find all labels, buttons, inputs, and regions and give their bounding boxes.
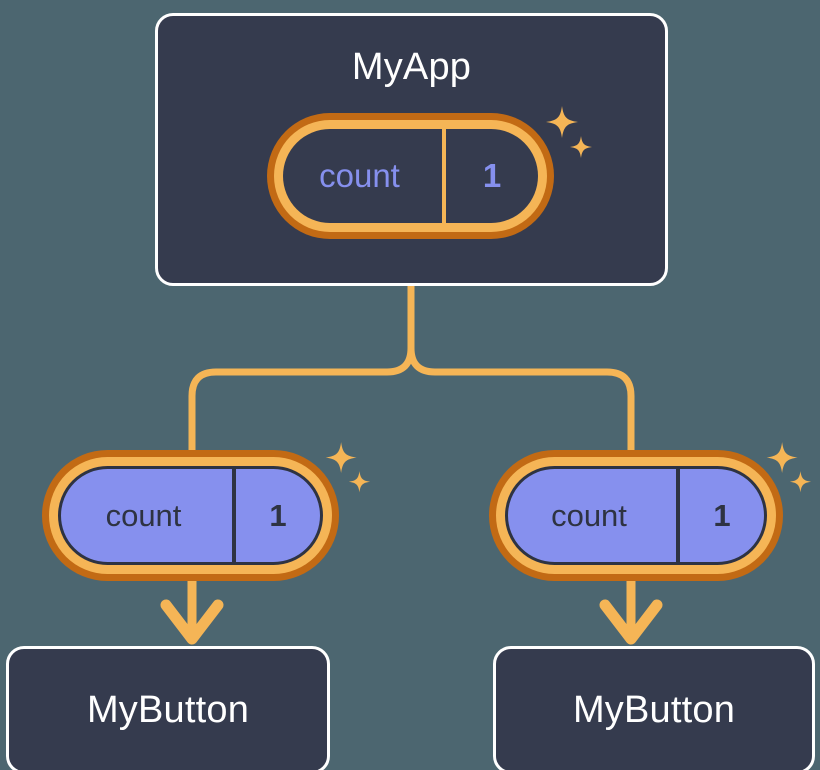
context-pill-key: count bbox=[105, 497, 182, 533]
pill-ring-outer: count 1 bbox=[489, 450, 783, 581]
leaf-node-left-mybutton[interactable]: MyButton bbox=[6, 646, 330, 770]
context-pill-value: 1 bbox=[676, 469, 764, 562]
pill-ring-inner: count 1 bbox=[49, 457, 332, 574]
pill-ring-inner: count 1 bbox=[274, 120, 547, 232]
pill-ring-outer: count 1 bbox=[267, 113, 554, 239]
sparkle-small bbox=[348, 471, 371, 493]
context-pill-key: count bbox=[551, 497, 627, 533]
context-pill-value: 1 bbox=[232, 469, 320, 562]
leaf-node-label: MyButton bbox=[86, 689, 250, 731]
context-pill-key: count bbox=[319, 157, 400, 194]
leaf-node-right-mybutton[interactable]: MyButton bbox=[493, 646, 815, 770]
context-pill-right[interactable]: count 1 bbox=[489, 450, 783, 581]
arrow-down-icon-right bbox=[599, 599, 663, 645]
pill-ring-outer: count 1 bbox=[42, 450, 339, 581]
leaf-node-label: MyButton bbox=[572, 689, 736, 731]
root-node-label: MyApp bbox=[351, 46, 472, 88]
context-pill-left[interactable]: count 1 bbox=[42, 450, 339, 581]
pill-face: count 1 bbox=[58, 466, 323, 565]
context-pill-root[interactable]: count 1 bbox=[267, 113, 554, 239]
arrow-down-icon-left bbox=[160, 599, 224, 645]
pill-ring-inner: count 1 bbox=[496, 457, 776, 574]
wire-root-to-left bbox=[188, 282, 415, 456]
pill-face: count 1 bbox=[283, 129, 538, 223]
wire-root-to-right bbox=[407, 282, 635, 456]
sparkle-small bbox=[789, 471, 812, 493]
pill-face: count 1 bbox=[505, 466, 767, 565]
context-pill-value: 1 bbox=[442, 129, 538, 223]
